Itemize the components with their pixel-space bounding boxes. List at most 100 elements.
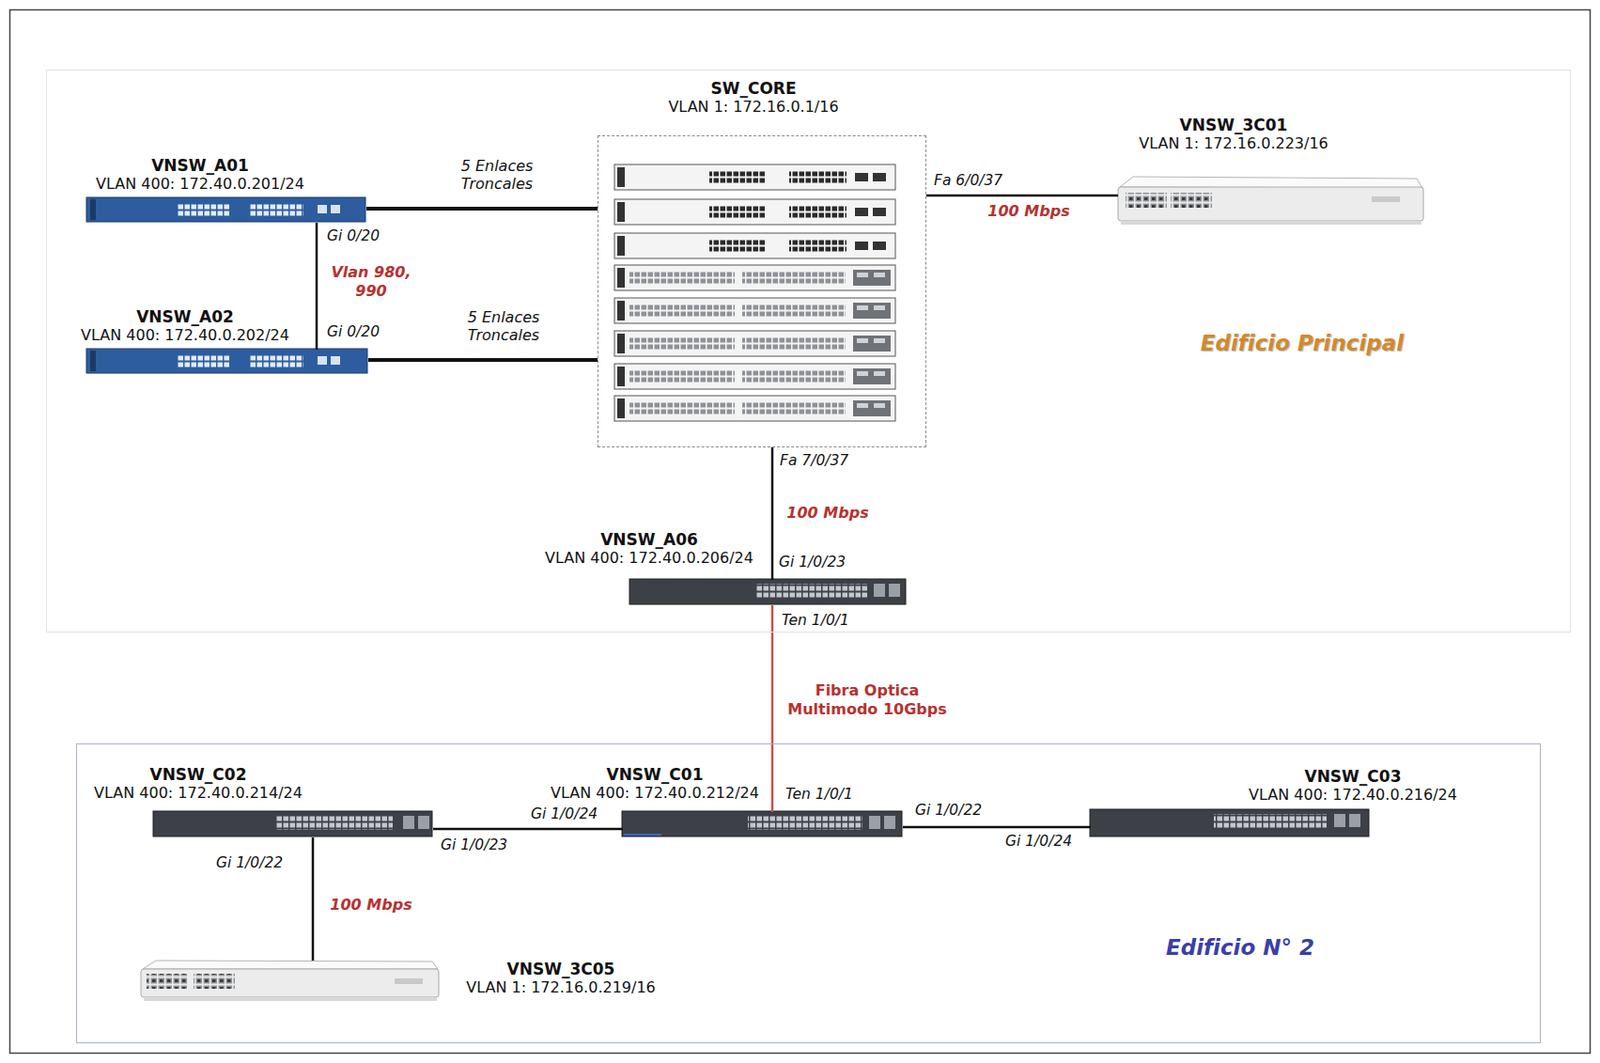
switch-trim	[623, 833, 662, 836]
switch-name: SW_CORE	[667, 78, 839, 98]
switch-name: VNSW_3C01	[1138, 115, 1329, 135]
switch-module	[330, 204, 341, 214]
switch-top	[1119, 176, 1423, 188]
port-label: Gi 1/0/23	[778, 553, 846, 571]
port-label: Fa 6/0/37	[933, 171, 1003, 189]
switch-ports	[249, 354, 304, 368]
switch-module	[869, 815, 881, 829]
switch-module	[317, 204, 327, 214]
switch-body	[86, 348, 368, 373]
switch-ports	[747, 815, 863, 830]
vlan-address: VLAN 1: 172.16.0.219/16	[466, 978, 656, 997]
switch-module	[873, 583, 886, 597]
dark-switch	[1089, 808, 1369, 837]
link-label-holder: 5 Enlaces Troncales	[456, 308, 551, 344]
network-link	[311, 837, 315, 961]
switch-heading: VNSW_C03VLAN 400: 172.40.0.216/24	[1248, 766, 1458, 805]
link-label: Fibra Optica Multimodo 10Gbps	[782, 681, 952, 719]
port-label: Gi 1/0/24	[530, 805, 598, 823]
port-label: Ten 1/0/1	[785, 785, 854, 803]
region-label-holder: Edificio Principal	[1200, 329, 1404, 357]
switch-name: VNSW_C01	[550, 764, 760, 784]
switch-body	[621, 810, 902, 837]
switch-body	[153, 810, 433, 837]
vlan-address: VLAN 1: 172.16.0.223/16	[1138, 134, 1329, 154]
link-label-holder: 100 Mbps	[329, 895, 412, 915]
link-label-holder: 100 Mbps	[786, 503, 869, 523]
switch-badge	[1371, 196, 1400, 202]
link-label: 5 Enlaces Troncales	[450, 156, 544, 193]
link-label: Vlan 980, 990	[326, 263, 417, 301]
switch-heading: VNSW_A06VLAN 400: 172.40.0.206/24	[544, 529, 754, 568]
switch-node: VNSW_A01VLAN 400: 172.40.0.201/24	[87, 198, 367, 223]
switch-body	[86, 197, 366, 222]
dark-switch	[629, 578, 906, 605]
switch-heading: SW_COREVLAN 1: 172.16.0.1/16	[667, 78, 839, 117]
port-label: Ten 1/0/1	[781, 611, 850, 629]
switch-module	[888, 583, 901, 597]
switch-ports	[1213, 813, 1327, 828]
switch-heading: VNSW_3C05VLAN 1: 172.16.0.219/16	[466, 959, 656, 997]
switch-node: VNSW_A06VLAN 400: 172.40.0.206/24	[630, 579, 907, 606]
core-unit	[614, 164, 896, 190]
switch-module	[884, 815, 896, 829]
switch-node: VNSW_3C01VLAN 1: 172.16.0.223/16	[1118, 176, 1425, 228]
network-link	[315, 222, 319, 350]
core-unit	[614, 199, 896, 225]
switch-module	[317, 356, 327, 365]
switch-heading: VNSW_3C01VLAN 1: 172.16.0.223/16	[1138, 115, 1329, 154]
switch-ports	[176, 202, 230, 217]
network-link	[433, 827, 623, 831]
switch-top	[142, 960, 438, 969]
vlan-address: VLAN 400: 172.40.0.216/24	[1248, 785, 1458, 805]
network-link	[368, 357, 598, 362]
switch-name: VNSW_3C05	[466, 959, 656, 979]
dark-switch	[621, 810, 902, 837]
port-label: Gi 0/20	[326, 323, 380, 341]
switch-node: VNSW_A02VLAN 400: 172.40.0.202/24	[87, 349, 369, 374]
switch-node: VNSW_C02VLAN 400: 172.40.0.214/24	[154, 811, 434, 838]
switch-body	[629, 578, 906, 605]
vlan-address: VLAN 400: 172.40.0.202/24	[80, 326, 290, 345]
switch-name: VNSW_C02	[93, 764, 303, 784]
switch-name: VNSW_A06	[544, 529, 754, 549]
link-label: 100 Mbps	[786, 503, 869, 523]
link-label-holder: 100 Mbps	[987, 201, 1070, 221]
switch-heading: VNSW_A01VLAN 400: 172.40.0.201/24	[95, 155, 305, 194]
switch-ports	[176, 354, 230, 368]
network-link	[771, 447, 775, 580]
vlan-address: VLAN 400: 172.40.0.201/24	[95, 174, 305, 194]
switch-ports	[755, 583, 868, 598]
port-label: Gi 1/0/23	[440, 836, 508, 854]
link-label: 100 Mbps	[329, 895, 412, 915]
region-label-holder: Edificio N° 2	[1165, 933, 1315, 961]
switch-ports	[1125, 192, 1167, 208]
switch-node: VNSW_C03VLAN 400: 172.40.0.216/24	[1090, 809, 1370, 838]
building-label: Edificio N° 2	[1165, 933, 1315, 961]
white-switch	[1118, 176, 1424, 225]
port-label: Gi 1/0/22	[216, 854, 283, 871]
link-label-holder: Vlan 980, 990	[326, 263, 417, 301]
vlan-address: VLAN 1: 172.16.0.1/16	[667, 97, 839, 117]
core-unit	[614, 330, 896, 357]
switch-shadow	[1120, 220, 1422, 225]
core-switch-stack: SW_COREVLAN 1: 172.16.0.1/16	[597, 135, 927, 448]
switch-node: VNSW_3C05VLAN 1: 172.16.0.219/16	[141, 960, 440, 1001]
network-link	[902, 825, 1091, 829]
switch-node: VNSW_C01VLAN 400: 172.40.0.212/24	[622, 811, 903, 838]
core-unit	[614, 395, 896, 421]
switch-ports	[146, 973, 188, 989]
switch-ports	[193, 973, 235, 989]
page-frame	[10, 10, 1591, 1054]
switch-heading: VNSW_A02VLAN 400: 172.40.0.202/24	[80, 307, 290, 345]
port-label: Gi 0/20	[326, 227, 380, 245]
switch-module	[1334, 813, 1346, 827]
switch-name: VNSW_A01	[95, 155, 305, 175]
blue-switch	[86, 197, 366, 222]
switch-heading: VNSW_C02VLAN 400: 172.40.0.214/24	[93, 764, 303, 803]
switch-heading: VNSW_C01VLAN 400: 172.40.0.212/24	[550, 764, 760, 803]
vlan-address: VLAN 400: 172.40.0.206/24	[544, 548, 754, 568]
link-label: 100 Mbps	[987, 201, 1070, 221]
